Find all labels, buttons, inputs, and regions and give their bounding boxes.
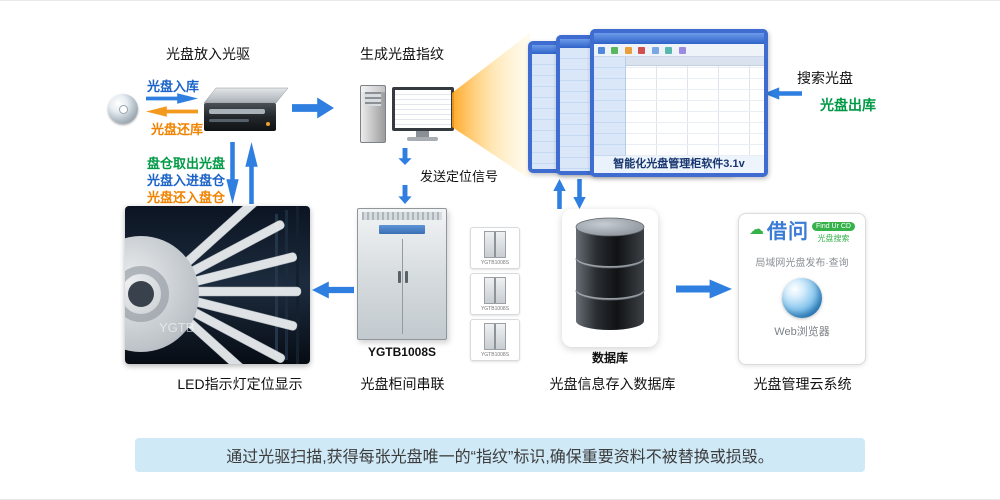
arrow-search xyxy=(764,87,802,100)
led-caption: LED指示灯定位显示 xyxy=(177,376,303,392)
monitor-front-table xyxy=(626,57,764,173)
monitor-front-titlebar xyxy=(594,33,764,44)
cabinet-sign xyxy=(379,225,425,234)
monitor-front-toolbar xyxy=(594,44,764,57)
database-card xyxy=(562,209,658,347)
computer-tower xyxy=(360,85,386,143)
cabinet-model: YGTB1008S xyxy=(367,345,437,359)
arrow-signal-1 xyxy=(398,148,412,165)
arrow-disc-in xyxy=(146,93,198,104)
mini-cabinet-image xyxy=(484,231,506,258)
arrow-db-up xyxy=(553,179,566,209)
mini-cabinet-label: YGTB1008S xyxy=(480,352,510,358)
mini-cabinet-image xyxy=(484,323,506,350)
led-display-photo: YGTB xyxy=(125,206,310,364)
disc-return-label: 光盘还库 xyxy=(151,122,204,137)
summary-banner-text: 通过光驱扫描,获得每张光盘唯一的“指纹”标识,确保重要资料不被替换或损毁。 xyxy=(226,449,774,466)
cloud-description: 局域网光盘发布·查询 xyxy=(755,258,849,269)
arrow-signal-2 xyxy=(398,185,412,204)
database-caption: 光盘信息存入数据库 xyxy=(549,376,676,392)
cloud-system-card: ☁ 借问 Find Ur CD 光盘搜索 局域网光盘发布·查询 Web浏览器 xyxy=(738,213,866,365)
summary-banner: 通过光驱扫描,获得每张光盘唯一的“指纹”标识,确保重要资料不被替换或损毁。 xyxy=(135,438,865,472)
step2-title: 生成光盘指纹 xyxy=(360,46,444,62)
mini-cabinet-label: YGTB1008S xyxy=(480,260,510,266)
cd-disc-icon xyxy=(108,94,138,124)
cabinet-door-split xyxy=(402,239,403,334)
bay-out-label: 盘仓取出光盘 xyxy=(147,156,226,171)
monitor-front-sidebar xyxy=(594,57,626,173)
toolbar-icon xyxy=(598,47,605,54)
mini-cabinet-card: YGTB1008S xyxy=(470,273,520,315)
database-icon xyxy=(575,217,645,330)
globe-icon xyxy=(782,278,822,318)
cabinet-handle xyxy=(398,271,401,283)
web-browser-label: Web浏览器 xyxy=(774,326,830,338)
table-header xyxy=(626,57,764,66)
search-disc-label: 搜索光盘 xyxy=(797,70,853,86)
jiewen-logo-icon: ☁ xyxy=(748,221,764,238)
monitor-middle-sidebar xyxy=(560,48,592,171)
step1-title: 光盘放入光驱 xyxy=(166,46,250,62)
find-ur-cd-badge: Find Ur CD xyxy=(811,222,855,231)
arrow-disc-return xyxy=(146,106,198,117)
mini-cabinet-card: YGTB1008S xyxy=(470,227,520,269)
cd-hole xyxy=(118,104,128,114)
badge-subtitle: 光盘搜索 xyxy=(817,234,850,243)
arrow-db-down xyxy=(573,179,586,209)
mini-cabinet-label: YGTB1008S xyxy=(480,306,510,312)
disc-drive-icon xyxy=(203,87,289,131)
cloud-caption: 光盘管理云系统 xyxy=(753,376,852,392)
bay-return-label: 光盘还入盘仓 xyxy=(147,190,226,205)
monitor-front: 智能化光盘管理柜软件3.1v xyxy=(590,29,768,177)
monitor-stand xyxy=(416,131,429,137)
projection-beam xyxy=(452,33,530,179)
computer-monitor xyxy=(392,87,454,131)
tower-slots xyxy=(365,92,381,106)
fingerprint-computer xyxy=(360,81,460,147)
arrow-bay-down xyxy=(226,142,239,204)
toolbar-icon xyxy=(678,47,686,54)
cabinet-handle xyxy=(405,271,408,283)
monitor-base xyxy=(407,137,438,141)
toolbar-icon xyxy=(611,47,619,54)
toolbar-icon xyxy=(651,47,659,54)
disc-out-label: 光盘出库 xyxy=(820,97,876,113)
cabinet-vent xyxy=(362,212,442,220)
arrow-cabinet-to-led xyxy=(312,281,354,299)
mini-cabinet-image xyxy=(484,277,506,304)
disc-in-label: 光盘入库 xyxy=(147,79,200,94)
arrow-db-to-cloud xyxy=(676,279,732,299)
bay-in-label: 光盘入进盘仓 xyxy=(147,173,226,188)
toolbar-icon xyxy=(624,47,632,54)
send-signal-label: 发送定位信号 xyxy=(420,169,499,184)
toolbar-icon xyxy=(638,47,646,54)
database-label: 数据库 xyxy=(591,351,628,365)
photo-watermark: YGTB xyxy=(159,320,194,335)
software-name: 智能化光盘管理柜软件3.1v xyxy=(594,156,764,173)
toolbar-icon xyxy=(665,47,673,54)
mini-cabinet-card: YGTB1008S xyxy=(470,319,520,361)
cabinet-image xyxy=(357,208,447,340)
arrow-drive-to-computer xyxy=(292,97,334,119)
arrow-bay-up xyxy=(245,142,258,204)
brand-name: 借问 xyxy=(766,221,809,243)
cabinet-caption: 光盘柜间串联 xyxy=(360,376,445,392)
